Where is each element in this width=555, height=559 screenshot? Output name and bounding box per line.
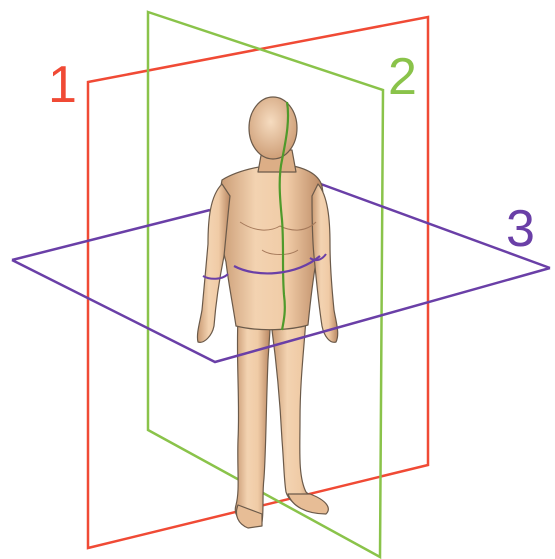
plane-1-label: 1 xyxy=(48,56,77,114)
plane-3-label: 3 xyxy=(506,200,535,258)
left-arm xyxy=(197,184,230,342)
right-leg xyxy=(272,318,315,512)
head xyxy=(249,97,297,159)
plane-3-back-edge xyxy=(12,210,210,260)
right-arm xyxy=(312,184,338,342)
human-figure xyxy=(197,97,337,528)
plane-2-label: 2 xyxy=(388,48,417,106)
torso xyxy=(219,164,324,330)
